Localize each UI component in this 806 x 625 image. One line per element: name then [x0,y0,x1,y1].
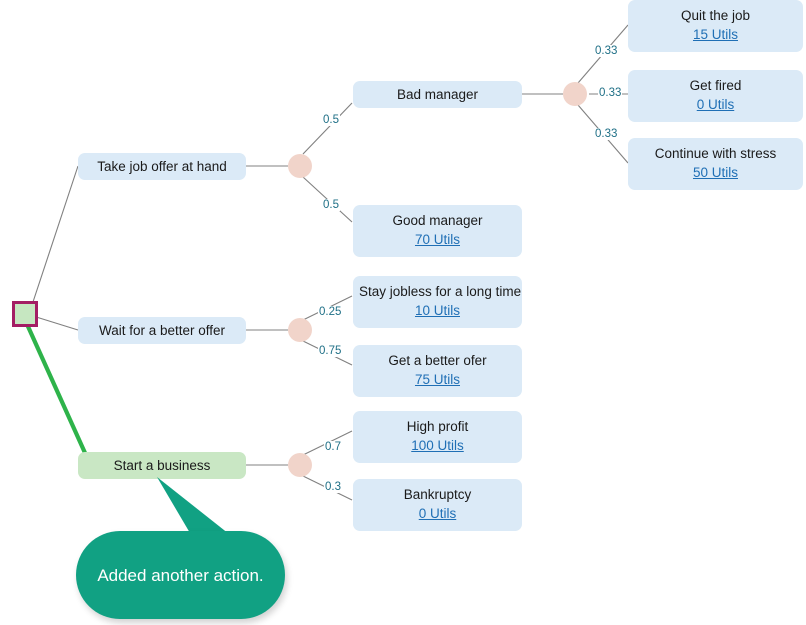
edge-root-to-start-business-highlighted [24,321,92,465]
outcome-label: Quit the job [680,8,751,23]
outcome-value[interactable]: 0 Utils [696,97,735,112]
probability-label-good-manager: 0.5 [322,199,340,211]
chance-node-take-job[interactable] [288,154,312,178]
outcome-value[interactable]: 15 Utils [692,27,738,42]
outcome-node-get-a-better-ofer[interactable]: Get a better ofer 75 Utils [353,345,522,397]
chance-node-start-business[interactable] [288,453,312,477]
outcome-value[interactable]: 0 Utils [418,506,457,521]
action-node-wait-better-offer[interactable]: Wait for a better offer [78,317,246,344]
outcome-label: Bankruptcy [403,487,472,502]
outcome-node-stay-jobless[interactable]: Stay jobless for a long time 10 Utils [353,276,522,328]
probability-label-bankruptcy: 0.3 [324,481,342,493]
chance-node-wait-offer[interactable] [288,318,312,342]
edge-chance-to-bad-manager [302,102,353,155]
outcome-label: Good manager [392,213,483,228]
callout-bubble: Added another action. [76,531,285,619]
intermediate-node-bad-manager[interactable]: Bad manager [353,81,522,108]
chance-node-bad-manager[interactable] [563,82,587,106]
probability-label-quit-the-job: 0.33 [594,45,619,57]
outcome-node-quit-the-job[interactable]: Quit the job 15 Utils [628,0,803,52]
probability-label-get-fired: 0.33 [598,87,623,99]
outcome-node-bankruptcy[interactable]: Bankruptcy 0 Utils [353,479,522,531]
outcome-node-get-fired[interactable]: Get fired 0 Utils [628,70,803,122]
action-node-take-job-offer[interactable]: Take job offer at hand [78,153,246,180]
probability-label-high-profit: 0.7 [324,441,342,453]
outcome-value[interactable]: 70 Utils [414,232,460,247]
decision-root-node[interactable] [12,301,38,327]
edge-root-to-wait-offer [32,315,79,331]
outcome-label: Continue with stress [654,146,777,161]
outcome-node-high-profit[interactable]: High profit 100 Utils [353,411,522,463]
outcome-label: Get fired [689,78,742,93]
action-node-start-business[interactable]: Start a business [78,452,246,479]
outcome-value[interactable]: 75 Utils [414,372,460,387]
outcome-label: Stay jobless for a long time [359,284,522,299]
probability-label-stay-jobless: 0.25 [318,306,343,318]
callout-text: Added another action. [97,565,264,585]
probability-label-continue-with-stress: 0.33 [594,128,619,140]
probability-label-get-a-better-ofer: 0.75 [318,345,343,357]
edge-root-to-take-job [30,165,79,309]
probability-label-bad-manager: 0.5 [322,114,340,126]
outcome-node-continue-with-stress[interactable]: Continue with stress 50 Utils [628,138,803,190]
outcome-value[interactable]: 10 Utils [414,303,460,318]
outcome-value[interactable]: 50 Utils [692,165,738,180]
outcome-value[interactable]: 100 Utils [411,438,464,453]
outcome-label: Get a better ofer [388,353,487,368]
outcome-label: High profit [406,419,469,434]
outcome-node-good-manager[interactable]: Good manager 70 Utils [353,205,522,257]
